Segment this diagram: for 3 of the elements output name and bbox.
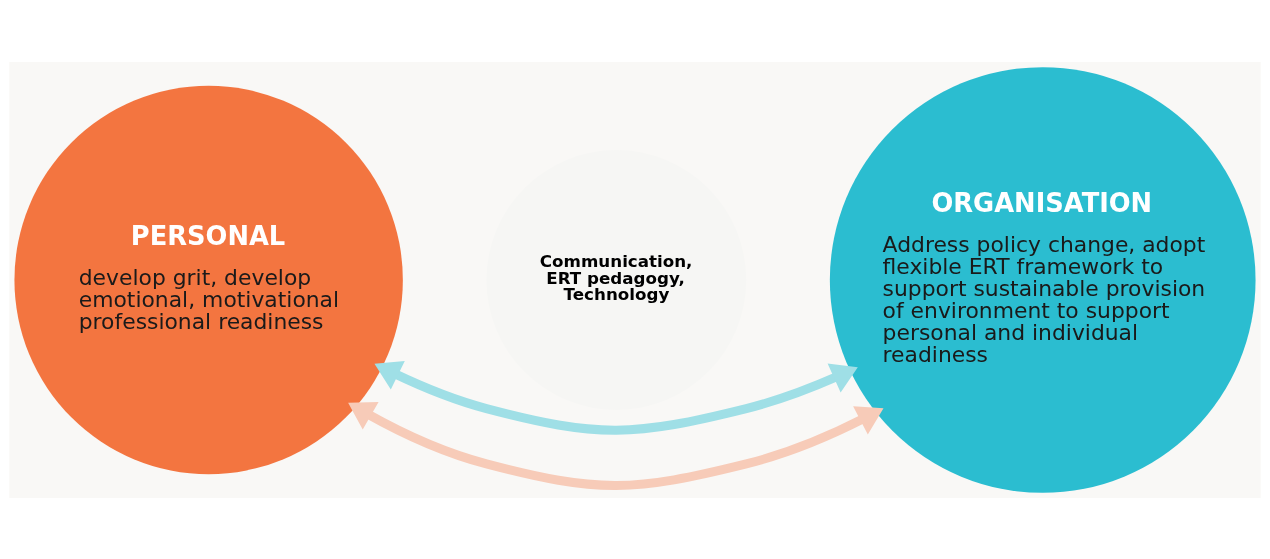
node-text: Communication, ERT pedagogy, Technology (539, 250, 693, 304)
arrow (374, 360, 858, 435)
arrow (348, 401, 884, 490)
